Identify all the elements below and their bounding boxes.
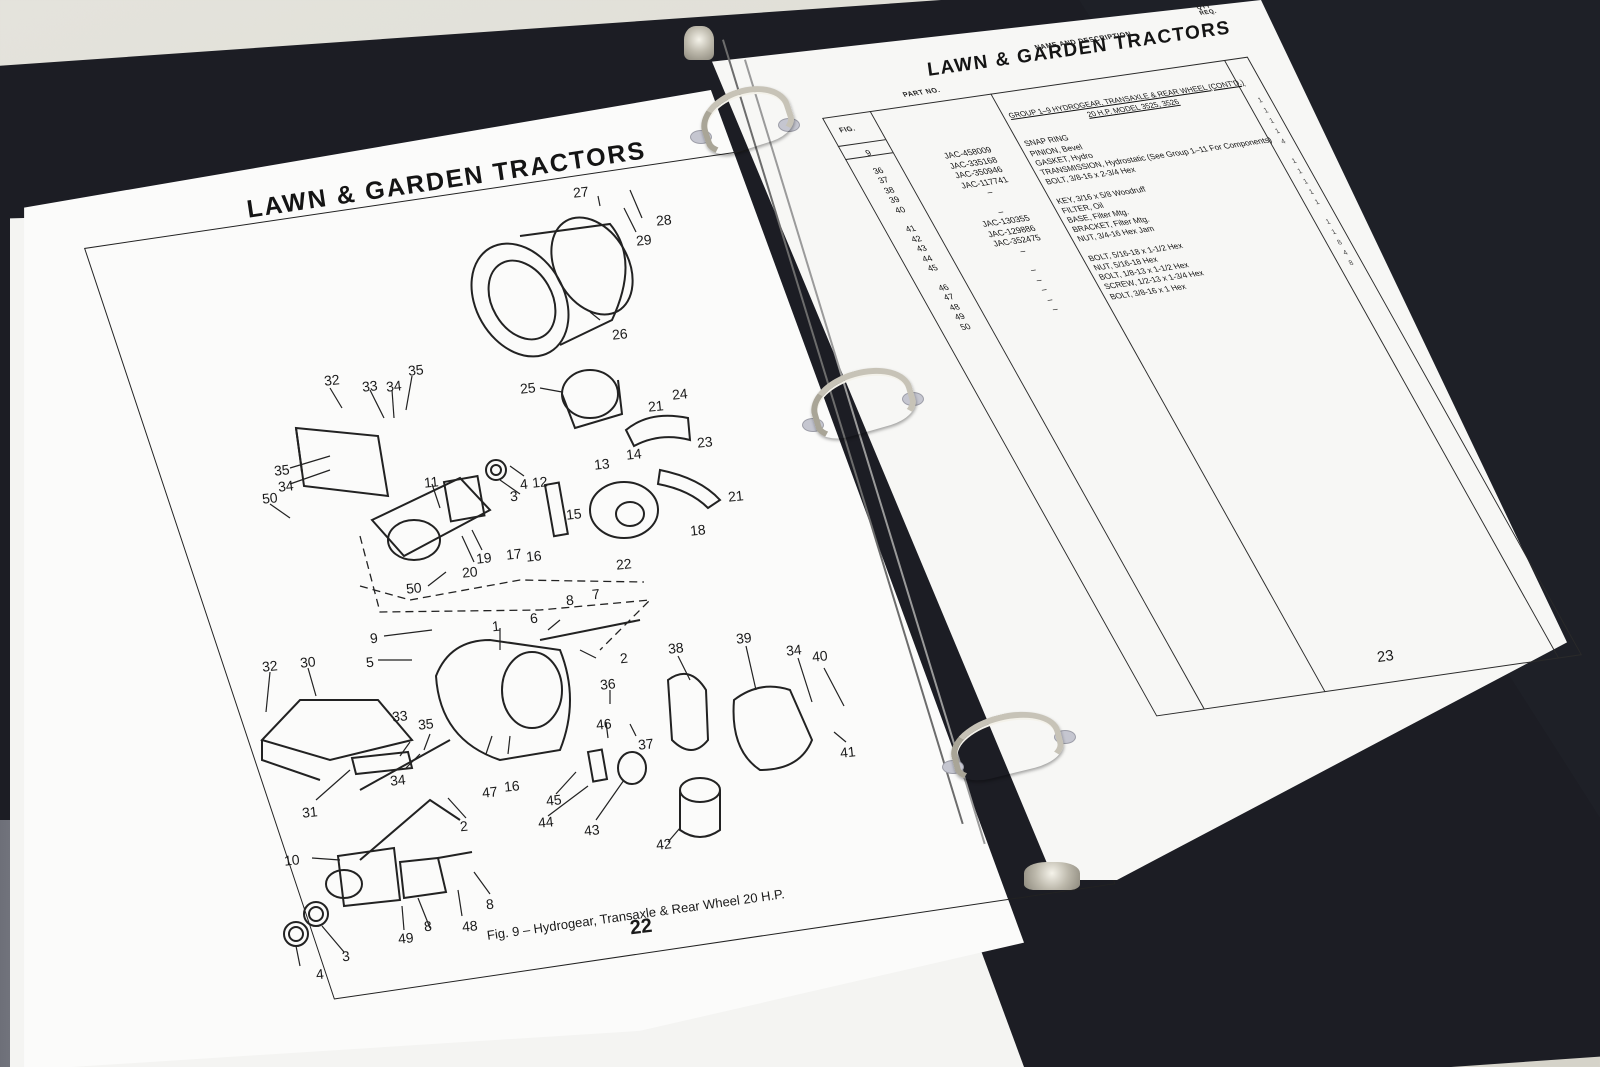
callout-2-upper: 2 — [619, 649, 629, 667]
callout-50-left: 50 — [261, 489, 279, 507]
callout-42: 42 — [655, 835, 673, 853]
callout-38: 38 — [667, 639, 685, 657]
callout-39: 39 — [735, 629, 753, 647]
callout-35-left: 35 — [273, 461, 291, 479]
callout-17: 17 — [505, 545, 523, 563]
right-page-number: 23 — [1375, 646, 1395, 667]
punch-hole — [690, 130, 712, 144]
callout-37: 37 — [637, 735, 655, 753]
callout-22-right: 22 — [615, 555, 633, 573]
callout-20: 20 — [461, 563, 479, 581]
callout-2-lower: 2 — [459, 817, 469, 835]
punch-hole — [902, 392, 924, 406]
callout-7: 7 — [591, 585, 601, 603]
callout-3-upper: 3 — [509, 487, 519, 505]
callout-29: 29 — [635, 231, 653, 249]
callout-10: 10 — [283, 851, 301, 869]
callout-24: 24 — [671, 385, 689, 403]
callout-33-lower: 33 — [391, 707, 409, 725]
callout-9: 9 — [369, 629, 379, 647]
callout-32-lower: 32 — [261, 657, 279, 675]
callout-50-lower: 50 — [405, 579, 423, 597]
left-page-number: 22 — [628, 914, 654, 940]
callout-16-upper: 16 — [525, 547, 543, 565]
callout-41: 41 — [839, 743, 857, 761]
callout-15: 15 — [565, 505, 583, 523]
callout-45: 45 — [545, 791, 563, 809]
callout-25: 25 — [519, 379, 537, 397]
punch-hole — [942, 760, 964, 774]
callout-13: 13 — [593, 455, 611, 473]
callout-46: 46 — [595, 715, 613, 733]
callout-11: 11 — [423, 473, 440, 491]
callout-4-upper: 4 — [519, 475, 529, 493]
callout-14: 14 — [625, 445, 643, 463]
callout-34-left: 34 — [277, 477, 295, 495]
callout-35-lower: 35 — [417, 715, 435, 733]
callout-32-upper: 32 — [323, 371, 341, 389]
callout-5: 5 — [365, 653, 375, 671]
callout-47: 47 — [481, 783, 499, 801]
callout-34-lower: 34 — [389, 771, 407, 789]
binder-ring-clip-bottom — [1024, 862, 1080, 890]
callout-6: 6 — [529, 609, 539, 627]
callout-49: 49 — [397, 929, 415, 947]
callout-28: 28 — [655, 211, 673, 229]
callout-3-lower: 3 — [341, 947, 351, 965]
callout-31: 31 — [301, 803, 319, 821]
binder-ring-clip-top — [684, 26, 714, 60]
callout-34-right: 34 — [785, 641, 803, 659]
callout-21-upper: 21 — [647, 397, 665, 415]
callout-33-upper: 33 — [361, 377, 379, 395]
callout-4-lower: 4 — [315, 965, 325, 983]
callout-34-upper: 34 — [385, 377, 403, 395]
callout-35-upper: 35 — [407, 361, 425, 379]
callout-8-upper: 8 — [565, 591, 575, 609]
callout-21-lower: 21 — [727, 487, 745, 505]
punch-hole — [1054, 730, 1076, 744]
punch-hole — [778, 118, 800, 132]
callout-19: 19 — [475, 549, 493, 567]
callout-36: 36 — [599, 675, 617, 693]
callout-40: 40 — [811, 647, 829, 665]
callout-23: 23 — [696, 433, 714, 451]
callout-44: 44 — [537, 813, 555, 831]
callout-26: 26 — [611, 325, 629, 343]
callout-48: 48 — [461, 917, 479, 935]
callout-8-lower: 8 — [423, 917, 433, 935]
callout-16-lower: 16 — [503, 777, 521, 795]
callout-30: 30 — [299, 653, 317, 671]
punch-hole — [802, 418, 824, 432]
callout-1: 1 — [491, 617, 501, 635]
callout-12: 12 — [531, 473, 549, 491]
callout-18: 18 — [689, 521, 707, 539]
callout-43: 43 — [583, 821, 601, 839]
callout-8-right: 8 — [485, 895, 495, 913]
callout-27: 27 — [572, 183, 590, 201]
